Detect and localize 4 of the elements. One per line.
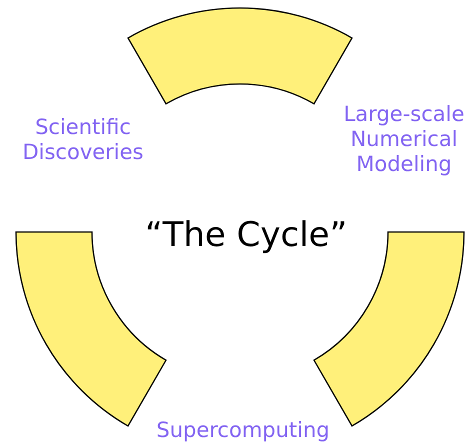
stage-label: Large-scale Numerical Modeling: [342, 102, 466, 177]
diagram-title: “The Cycle”: [145, 215, 348, 255]
stage-label: Supercomputing: [155, 418, 331, 443]
stage-label: Scientific Discoveries: [21, 115, 145, 165]
